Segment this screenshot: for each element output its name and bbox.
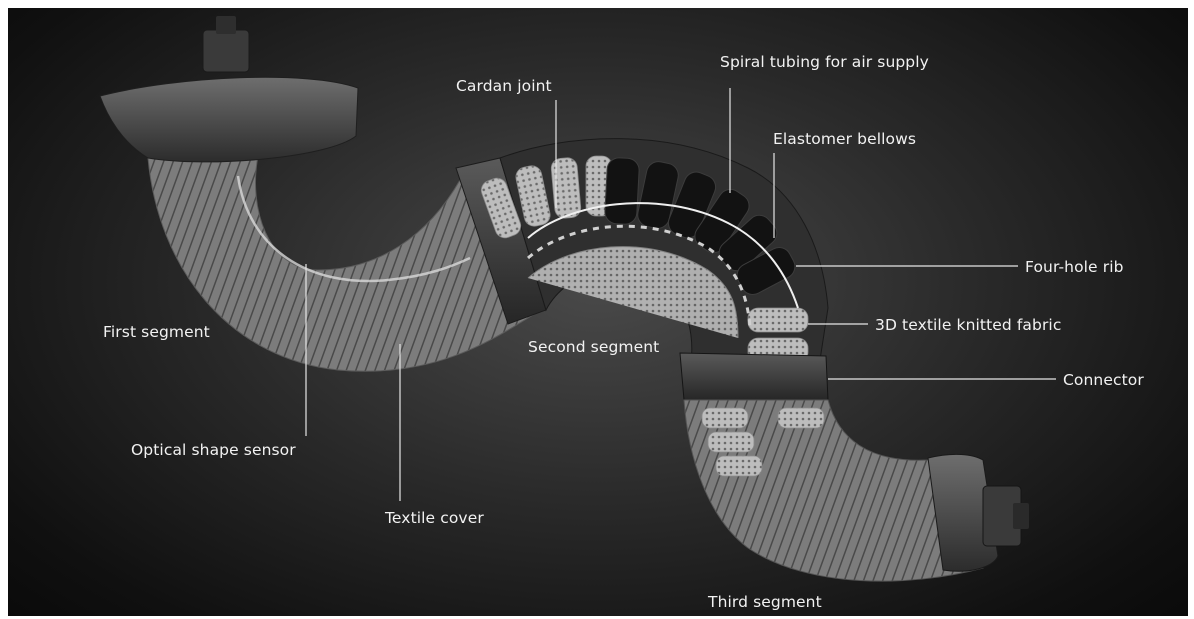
label-first-segment: First segment <box>103 323 210 341</box>
label-third-segment: Third segment <box>708 593 822 611</box>
label-textile-cover: Textile cover <box>385 509 484 527</box>
diagram-canvas: Spiral tubing for air supply Cardan join… <box>8 8 1188 616</box>
end-cap <box>928 454 1029 571</box>
label-elastomer-bellows: Elastomer bellows <box>773 130 916 148</box>
soft-robot-arm-illustration <box>8 8 1188 616</box>
label-spiral-tubing: Spiral tubing for air supply <box>720 53 929 71</box>
connector-ring <box>680 353 828 400</box>
label-textile-fabric: 3D textile knitted fabric <box>875 316 1061 334</box>
label-four-hole-rib: Four-hole rib <box>1025 258 1124 276</box>
label-connector: Connector <box>1063 371 1144 389</box>
top-mounting-cap <box>100 16 358 162</box>
label-optical-sensor: Optical shape sensor <box>131 441 296 459</box>
label-cardan-joint: Cardan joint <box>456 77 552 95</box>
label-second-segment: Second segment <box>528 338 659 356</box>
